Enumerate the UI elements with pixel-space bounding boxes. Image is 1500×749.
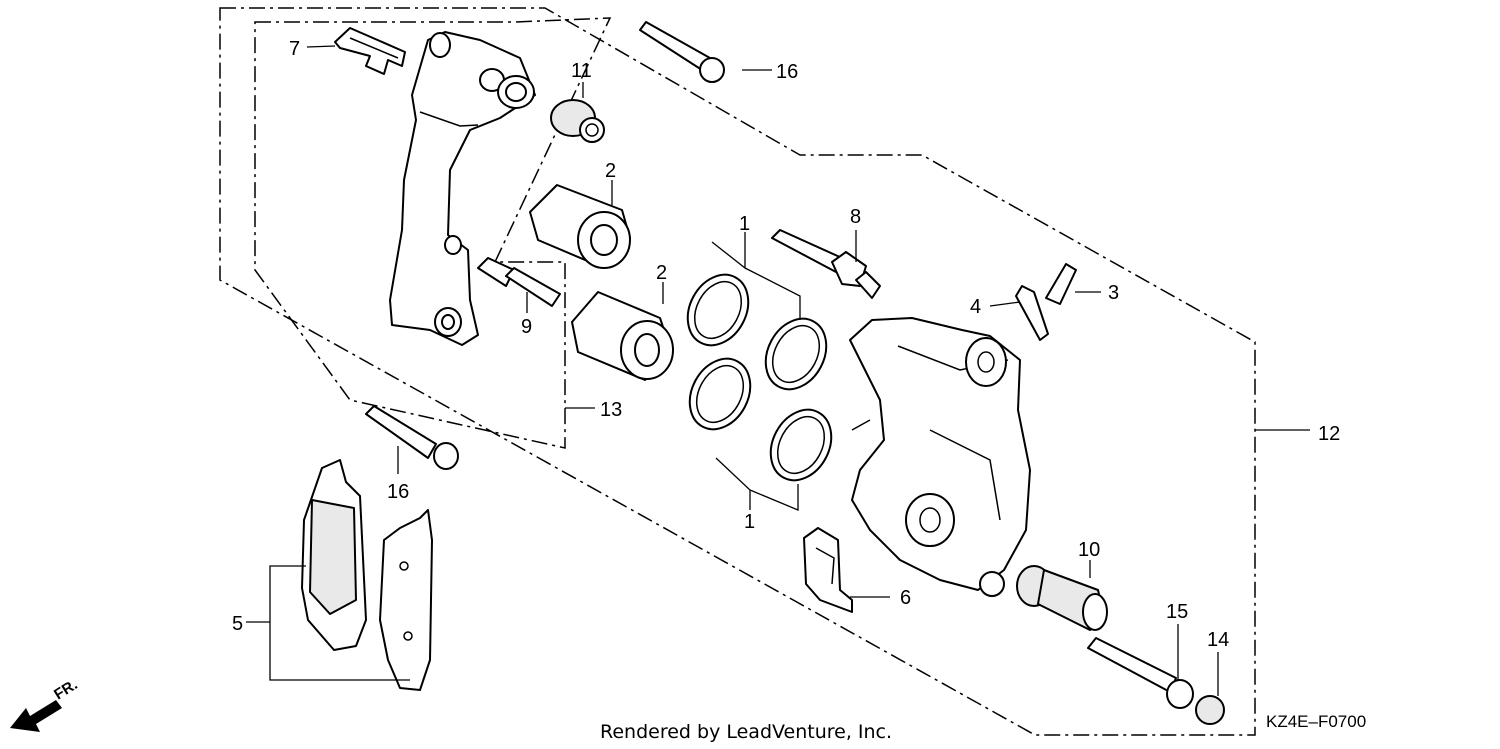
assembly-12-frame (219, 7, 1256, 736)
piston-upper (529, 184, 631, 269)
credit-text: Rendered by LeadVenture, Inc. (600, 721, 892, 743)
caliper-body (849, 317, 1031, 597)
brake-pad-inner (379, 509, 433, 691)
diagram-code: KZ4E–F0700 (1266, 712, 1366, 731)
assembly-13-frame (254, 17, 612, 449)
callout-16-bottom: 16 (387, 481, 409, 503)
front-direction-label: FR. (51, 676, 81, 703)
pad-retainer (803, 527, 853, 613)
callout-14: 14 (1207, 629, 1229, 651)
callout-15: 15 (1166, 601, 1188, 623)
callout-11: 11 (571, 60, 592, 82)
callout-13: 13 (600, 399, 622, 421)
callout-7: 7 (289, 38, 300, 60)
bleeder-cap (1015, 285, 1049, 341)
pad-pin (1087, 637, 1194, 709)
caliper-pin (477, 257, 561, 307)
callout-5: 5 (232, 613, 243, 635)
callout-2-lower: 2 (656, 262, 667, 284)
bleeder-valve (1045, 263, 1077, 305)
mounting-bolt-lower (365, 405, 459, 470)
callout-12: 12 (1318, 423, 1340, 445)
callout-9: 9 (521, 316, 532, 338)
caliper-bracket (389, 31, 536, 346)
callout-1-lower: 1 (744, 511, 755, 533)
callout-10: 10 (1078, 539, 1100, 561)
piston-lower (571, 291, 674, 381)
callout-16-top: 16 (776, 61, 798, 83)
slide-pin-sleeve (1016, 565, 1108, 631)
callout-4: 4 (970, 296, 981, 318)
slide-pin-boot (550, 99, 605, 143)
callout-6: 6 (900, 587, 911, 609)
brake-pad-outer (301, 459, 367, 651)
callout-1-upper: 1 (739, 213, 750, 235)
callout-8: 8 (850, 206, 861, 228)
pin-plug (1195, 695, 1225, 725)
slide-pin (771, 229, 881, 299)
mounting-bolt-upper (639, 21, 725, 83)
front-direction-arrow (10, 700, 62, 732)
piston-seals (686, 273, 833, 482)
leader-lines (246, 45, 1310, 696)
callout-3: 3 (1108, 282, 1119, 304)
callout-2-upper: 2 (605, 160, 616, 182)
pad-spring-clip (334, 27, 406, 75)
